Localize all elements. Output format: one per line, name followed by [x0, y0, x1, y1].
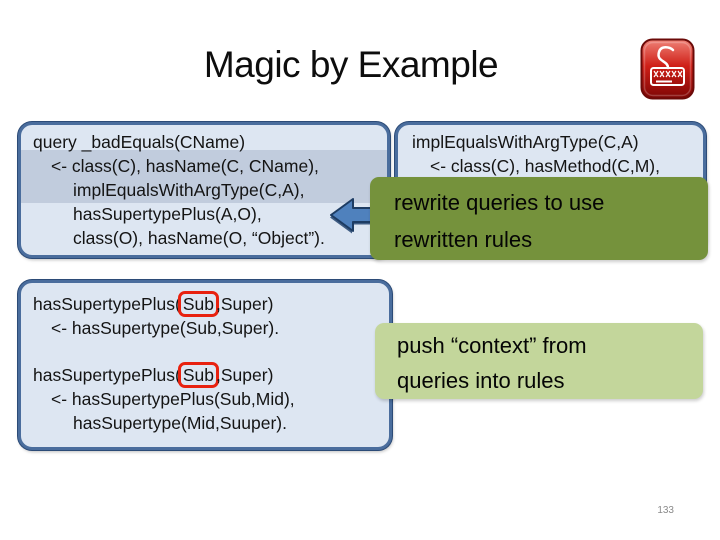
code-text: ,Super) [216, 294, 274, 314]
red-highlight-box: Sub [177, 291, 220, 317]
keyboard-icon-svg [640, 38, 695, 100]
callout-line: rewrite queries to use [394, 190, 605, 215]
code-line: hasSupertype(Mid,Suuper). [73, 413, 287, 433]
callout-line: queries into rules [397, 368, 565, 393]
code-line: <- class(C), hasName(C, CName), [51, 156, 319, 176]
code-line: hasSupertypePlus(Sub,Super) [31, 291, 385, 317]
code-line: hasSupertypePlus(A,O), [73, 204, 262, 224]
code-line: query _badEquals(CName) [33, 132, 246, 152]
red-highlight-box: Sub [177, 362, 220, 388]
callout-rewrite-queries: rewrite queries to use rewritten rules [370, 177, 708, 260]
code-line: implEqualsWithArgType(C,A), [73, 180, 305, 200]
callout-push-context: push “context” from queries into rules [375, 323, 703, 399]
code-line: implEqualsWithArgType(C,A) [412, 132, 639, 152]
code-text: hasSupertypePlus( [33, 365, 181, 385]
highlight-band [21, 150, 387, 203]
slide-title: Magic by Example [203, 44, 499, 85]
supertype-rules-box: hasSupertypePlus(Sub,Super) <- hasSupert… [18, 280, 392, 450]
code-line: class(O), hasName(O, “Object”). [73, 228, 325, 248]
query-rule-box: query _badEquals(CName) <- class(C), has… [18, 122, 390, 258]
keyboard-icon [640, 38, 695, 100]
code-text: hasSupertypePlus( [33, 294, 181, 314]
code-text: ,Super) [216, 365, 274, 385]
code-line: <- hasSupertype(Sub,Super). [51, 318, 280, 338]
code-line: <- hasSupertypePlus(Sub,Mid), [51, 389, 295, 409]
code-line: <- class(C), hasMethod(C,M), [430, 156, 660, 176]
page-number: 133 [657, 505, 674, 516]
callout-line: rewritten rules [394, 227, 533, 252]
code-line: hasSupertypePlus(Sub,Super) [31, 362, 385, 388]
callout-line: push “context” from [397, 333, 587, 358]
